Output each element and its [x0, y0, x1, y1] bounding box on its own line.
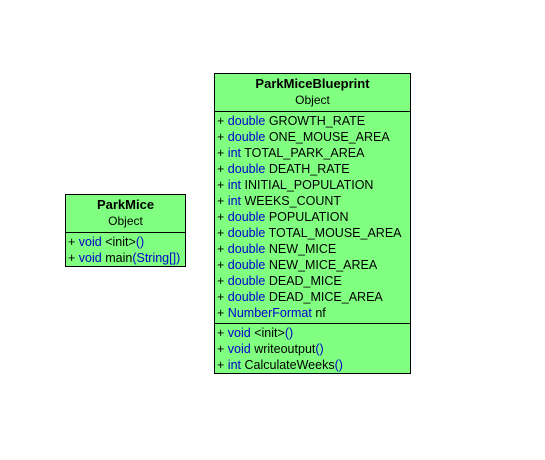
attributes-section: + double GROWTH_RATE + double ONE_MOUSE_… [215, 112, 410, 323]
attribute-row: + double GROWTH_RATE [217, 114, 366, 128]
attribute-row: + double NEW_MICE [217, 242, 337, 256]
class-name: ParkMiceBlueprint [255, 76, 370, 91]
attribute-row: + double DEAD_MICE_AREA [217, 290, 383, 304]
method-row: + void <init>() [68, 235, 145, 249]
attribute-row: + double DEATH_RATE [217, 162, 350, 176]
method-row: + void writeoutput() [217, 342, 324, 356]
attribute-row: + int INITIAL_POPULATION [217, 178, 374, 192]
attribute-row: + NumberFormat nf [217, 306, 326, 320]
attribute-row: + int TOTAL_PARK_AREA [217, 146, 365, 160]
methods-section: + void <init>() + void writeoutput() + i… [215, 323, 410, 375]
attribute-row: + double NEW_MICE_AREA [217, 258, 378, 272]
methods-section: + void <init>() + void main(String[]) [66, 233, 185, 268]
class-name: ParkMice [96, 197, 155, 212]
class-stereotype: Object [108, 214, 143, 228]
class-header: ParkMice Object [66, 195, 185, 233]
method-row: + void main(String[]) [68, 251, 181, 265]
attribute-row: + double TOTAL_MOUSE_AREA [217, 226, 402, 240]
class-header: ParkMiceBlueprint Object [215, 74, 410, 112]
class-box-parkmiceblueprint[interactable]: ParkMiceBlueprint Object + double GROWTH… [214, 73, 411, 374]
attribute-row: + double POPULATION [217, 210, 349, 224]
method-row: + int CalculateWeeks() [217, 358, 343, 372]
attribute-row: + double DEAD_MICE [217, 274, 342, 288]
attribute-row: + double ONE_MOUSE_AREA [217, 130, 390, 144]
method-row: + void <init>() [217, 326, 294, 340]
attribute-row: + int WEEKS_COUNT [217, 194, 342, 208]
class-box-parkmice[interactable]: ParkMice Object + void <init>() + void m… [65, 194, 186, 267]
class-stereotype: Object [295, 93, 330, 107]
